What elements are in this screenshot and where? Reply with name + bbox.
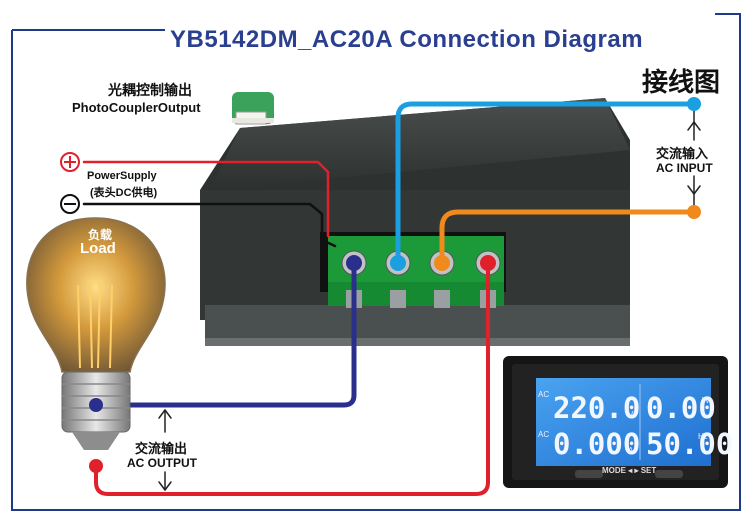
lcd-power-readout: 0.00 — [646, 391, 716, 425]
ac-input-dot-1 — [687, 97, 701, 111]
lcd-voltage-readout: 220.0 — [553, 391, 641, 425]
wires — [82, 101, 701, 496]
wire-load-neutral — [93, 260, 357, 408]
lcd-ac-tag-bottom: AC — [538, 430, 550, 439]
ac-output-label-en: AC OUTPUT — [127, 456, 197, 470]
minus-symbol-icon — [60, 194, 80, 214]
lcd-ac-tag-top: AC — [538, 390, 550, 399]
lcd-current-unit: A — [628, 446, 634, 455]
terminal-screws — [341, 250, 501, 308]
ac-output-label-cn: 交流输出 — [135, 441, 188, 456]
lcd-frequency-readout: 50.00 — [646, 427, 734, 461]
mode-set-buttons-label: MODE ◂ ▸ SET — [602, 466, 657, 475]
meter-module-box — [200, 98, 630, 346]
light-bulb-icon — [26, 217, 166, 473]
photocoupler-label-en: PhotoCouplerOutput — [72, 100, 201, 115]
lcd-power-unit: W — [702, 396, 710, 405]
ac-input-dot-2 — [687, 205, 701, 219]
ac-input-label-en: AC INPUT — [656, 161, 713, 175]
wire-ac-input-1 — [395, 101, 697, 266]
wire-load-live — [94, 261, 490, 496]
diagram-title: YB5142DM_AC20A Connection Diagram — [170, 26, 644, 53]
ac-input-label-cn: 交流输入 — [656, 146, 709, 161]
plus-symbol-icon — [60, 152, 80, 172]
terminal-block — [320, 232, 506, 308]
photocoupler-label-cn: 光耦控制输出 — [108, 82, 192, 98]
lcd-current-readout: 0.000 — [553, 427, 641, 461]
load-label-en: Load — [80, 240, 116, 257]
wire-power-positive — [82, 160, 330, 238]
load-label-cn: 负载 — [88, 228, 113, 242]
wire-ac-input-2 — [439, 209, 697, 266]
power-supply-label-cn: (表头DC供电) — [90, 187, 158, 199]
lcd-frequency-unit: Hz — [698, 432, 708, 441]
diagram-subtitle: 接线图 — [642, 67, 721, 97]
lcd-panel-meter — [503, 356, 728, 488]
power-supply-label-en: PowerSupply — [87, 170, 157, 182]
photocoupler-board — [232, 92, 274, 125]
frame-border — [11, 13, 741, 511]
lcd-voltage-unit: V — [628, 410, 634, 419]
wire-power-negative — [82, 202, 337, 248]
